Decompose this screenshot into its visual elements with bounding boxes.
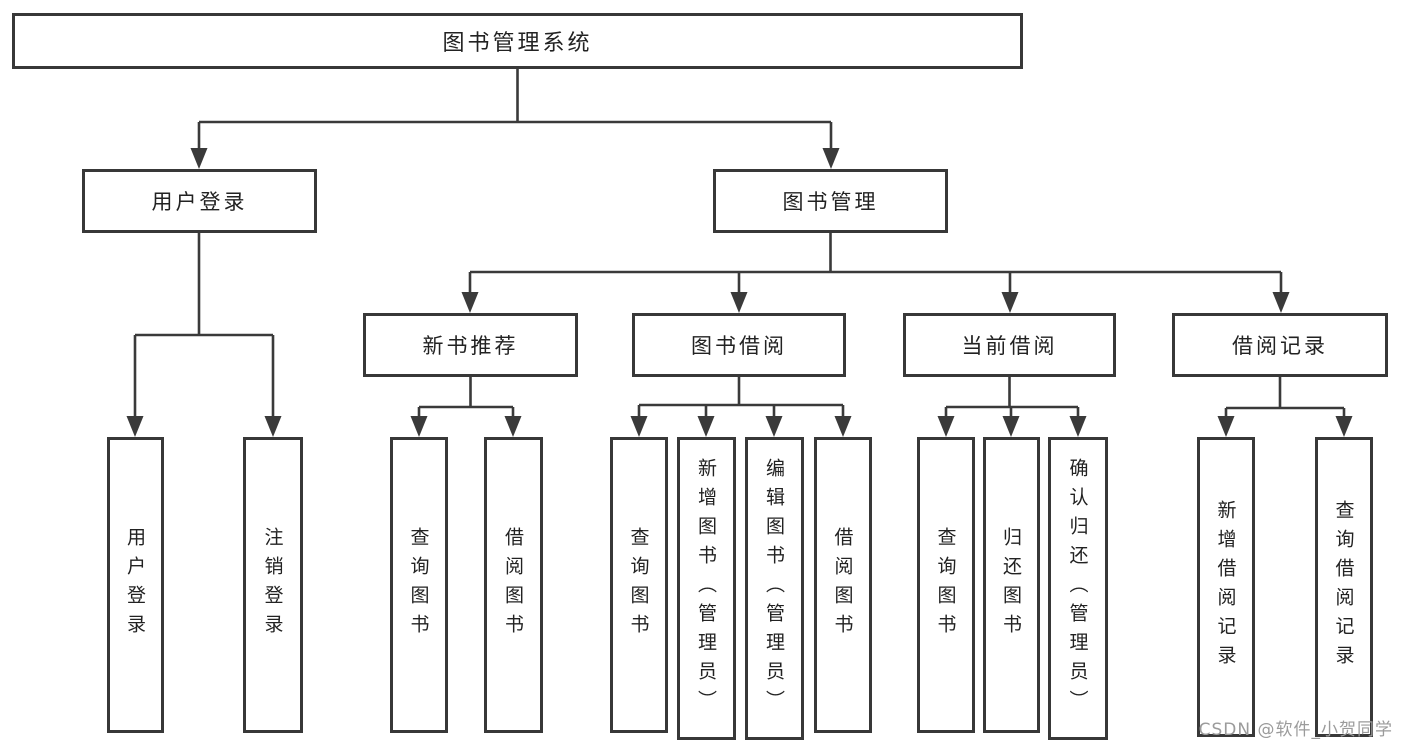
leaf-borrow-books-borrowing: 借阅图书 <box>814 437 872 733</box>
arrowhead-icon <box>1002 416 1020 437</box>
arrowhead-icon <box>504 416 522 437</box>
arrowhead-icon <box>1001 292 1019 313</box>
node-root: 图书管理系统 <box>12 13 1023 69</box>
node-current-borrowing: 当前借阅 <box>903 313 1116 377</box>
leaf-edit-books-admin: 编辑图书（管理员） <box>745 437 804 740</box>
leaf-query-books-recommend: 查询图书 <box>390 437 448 733</box>
leaf-query-borrow-record: 查询借阅记录 <box>1315 437 1373 737</box>
arrowhead-icon <box>834 416 852 437</box>
leaf-add-books-admin: 新增图书（管理员） <box>677 437 736 740</box>
edge-borrowing-records-children <box>1224 377 1346 420</box>
arrowhead-icon <box>1069 416 1087 437</box>
leaf-query-books-current: 查询图书 <box>917 437 975 733</box>
edge-user-login-children <box>133 233 275 420</box>
node-user-login: 用户登录 <box>82 169 317 233</box>
leaf-confirm-return-admin: 确认归还（管理员） <box>1048 437 1108 740</box>
arrowhead-icon <box>1217 416 1235 437</box>
edge-book-borrowing-children <box>637 377 845 420</box>
leaf-add-borrow-record: 新增借阅记录 <box>1197 437 1255 737</box>
arrowhead-icon <box>1272 292 1290 313</box>
leaf-user-login: 用户登录 <box>107 437 164 733</box>
edge-current-borrowing-children <box>944 377 1080 420</box>
leaf-borrow-books-recommend: 借阅图书 <box>484 437 543 733</box>
arrowhead-icon <box>264 416 282 437</box>
node-book-management: 图书管理 <box>713 169 948 233</box>
arrowhead-icon <box>190 148 208 169</box>
arrowhead-icon <box>822 148 840 169</box>
arrowhead-icon <box>1335 416 1353 437</box>
edge-new-book-recommend-children <box>417 377 515 420</box>
leaf-return-books: 归还图书 <box>983 437 1040 733</box>
tree-edges <box>133 69 1346 420</box>
watermark: CSDN @软件_小贺同学 <box>1198 720 1393 740</box>
arrowhead-icon <box>461 292 479 313</box>
arrowhead-icon <box>697 416 715 437</box>
arrowhead-icon <box>630 416 648 437</box>
edge-book-management-children <box>468 233 1283 296</box>
arrowhead-icon <box>765 416 783 437</box>
leaf-logout: 注销登录 <box>243 437 303 733</box>
arrowhead-icon <box>730 292 748 313</box>
arrowhead-icon <box>410 416 428 437</box>
node-book-borrowing: 图书借阅 <box>632 313 846 377</box>
leaf-query-books-borrowing: 查询图书 <box>610 437 668 733</box>
node-borrowing-records: 借阅记录 <box>1172 313 1388 377</box>
arrowheads <box>126 148 1353 437</box>
node-new-book-recommend: 新书推荐 <box>363 313 578 377</box>
edge-root-to-level2 <box>197 69 833 152</box>
arrowhead-icon <box>937 416 955 437</box>
arrowhead-icon <box>126 416 144 437</box>
